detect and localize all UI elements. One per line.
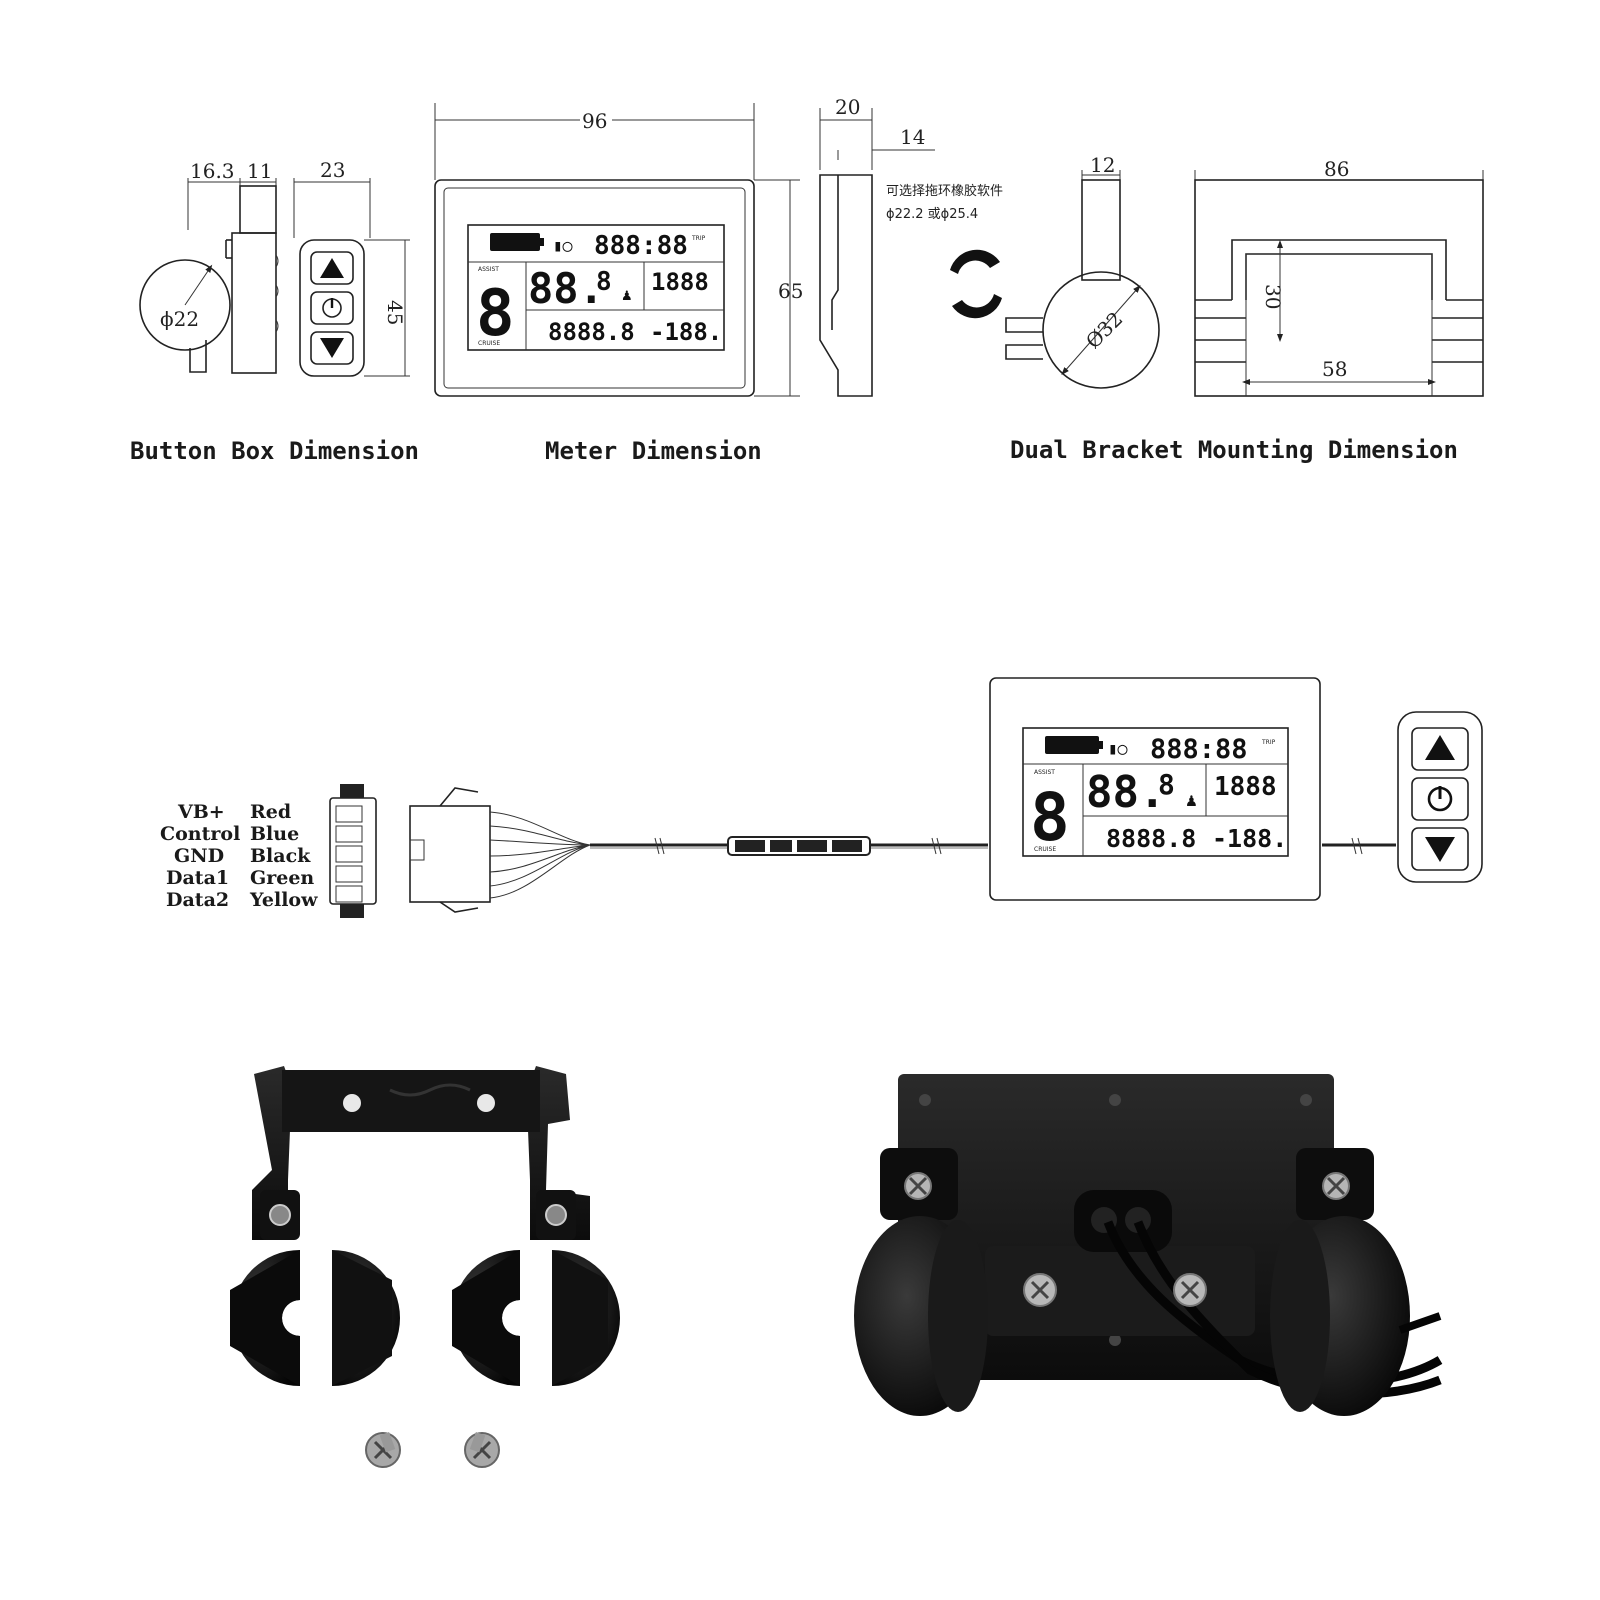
button-box-side-view: 16.3 11 ϕ22 bbox=[139, 159, 279, 374]
dim-button-c: 23 bbox=[320, 158, 345, 182]
dim-meter-height: 65 bbox=[778, 279, 803, 303]
svg-text:TRIP: TRIP bbox=[691, 235, 706, 242]
svg-text:▮◯: ▮◯ bbox=[553, 236, 573, 255]
meter-side-view: 20 14 bbox=[819, 95, 935, 397]
pin-color: Green bbox=[250, 867, 314, 889]
pin-signal: VB+ bbox=[177, 801, 225, 823]
connector-male bbox=[409, 787, 591, 913]
lcd-level-label: ASSIST bbox=[1034, 769, 1055, 776]
dim-meter-width: 96 bbox=[582, 109, 607, 133]
wiring-legend: VB+ Red Control Blue GND Black Data1 Gre… bbox=[160, 801, 318, 911]
bracket-parts-photo bbox=[230, 1066, 620, 1468]
lcd-mode-label: CRUISE bbox=[478, 340, 500, 347]
dim-button-a: 16.3 bbox=[190, 159, 235, 183]
lcd-odometer: 8888.8 bbox=[1106, 824, 1196, 853]
connector-female bbox=[329, 784, 377, 918]
dim-bracket-span: 86 bbox=[1324, 157, 1349, 181]
meter-wired-view: ▮◯ 888:88 TRIP ASSIST 8 CRUISE 88. 8 ♟ 1… bbox=[989, 677, 1321, 901]
svg-text:ASSIST: ASSIST bbox=[478, 266, 499, 273]
up-arrow-icon bbox=[1425, 735, 1455, 760]
rubber-note-line1: 可选择拖环橡胶软件 bbox=[886, 183, 1003, 199]
meter-front-view: 96 ▮◯ 888:88 TRIP ASSIST 8 CRUISE 88. 8 … bbox=[434, 103, 803, 397]
dim-bracket-height: 30 bbox=[1261, 284, 1285, 309]
pin-color: Black bbox=[250, 845, 311, 867]
caption-bracket: Dual Bracket Mounting Dimension bbox=[1010, 436, 1458, 464]
lcd-temp: -188. bbox=[650, 318, 722, 346]
lcd-power: 1888 bbox=[1214, 772, 1277, 802]
dim-meter-depth: 20 bbox=[835, 95, 860, 119]
dim-bracket-inner-span: 58 bbox=[1322, 357, 1347, 381]
pin-color: Red bbox=[250, 801, 291, 823]
svg-text:▮◯: ▮◯ bbox=[1108, 739, 1128, 758]
svg-text:TRIP: TRIP bbox=[1261, 739, 1276, 746]
caption-meter: Meter Dimension bbox=[545, 437, 762, 465]
pin-color: Yellow bbox=[249, 889, 318, 911]
bracket-front-view: 86 30 58 bbox=[1194, 157, 1484, 397]
dim-button-b: 11 bbox=[247, 159, 272, 183]
button-box-wired-view bbox=[1397, 711, 1483, 883]
cable bbox=[590, 836, 1396, 856]
lcd-mode-label: CRUISE bbox=[1034, 846, 1056, 853]
lcd-assist-digit: 8 bbox=[1030, 779, 1070, 856]
pin-signal: Data2 bbox=[166, 889, 229, 911]
down-arrow-icon bbox=[320, 338, 344, 358]
lcd-speed: 88. bbox=[528, 264, 604, 313]
dim-clamp-diameter: ϕ22 bbox=[160, 307, 199, 331]
lcd-level: 8 bbox=[1158, 768, 1175, 801]
dim-ring-diameter: Ø32 bbox=[1081, 307, 1128, 354]
lcd-assist-digit: 8 bbox=[476, 277, 515, 351]
dim-meter-depth-inner: 14 bbox=[900, 125, 925, 149]
down-arrow-icon bbox=[1425, 837, 1455, 862]
caption-button-box: Button Box Dimension bbox=[130, 437, 419, 465]
lcd-clock: 888:88 bbox=[1150, 734, 1248, 765]
lcd-speed: 88. bbox=[1086, 767, 1165, 818]
pin-signal: Data1 bbox=[166, 867, 229, 889]
lcd-temp: -188. bbox=[1212, 824, 1287, 853]
svg-text:♟: ♟ bbox=[622, 285, 632, 304]
lcd-level: 8 bbox=[596, 267, 612, 297]
lcd-odometer: 8888.8 bbox=[548, 318, 635, 346]
pin-color: Blue bbox=[250, 823, 299, 845]
bracket-side-view: 可选择拖环橡胶软件 ϕ22.2 或ϕ25.4 12 Ø32 bbox=[886, 153, 1160, 389]
up-arrow-icon bbox=[320, 258, 344, 278]
rubber-note-line2: ϕ22.2 或ϕ25.4 bbox=[886, 207, 978, 222]
dim-button-height: 45 bbox=[383, 300, 407, 325]
lcd-clock: 888:88 bbox=[594, 231, 688, 261]
button-box-front-view: 23 45 bbox=[293, 158, 410, 377]
pin-signal: Control bbox=[160, 823, 240, 845]
svg-text:♟: ♟ bbox=[1186, 790, 1197, 811]
pin-signal: GND bbox=[174, 845, 224, 867]
dim-ring-width: 12 bbox=[1090, 153, 1115, 177]
meter-back-photo bbox=[854, 1074, 1443, 1416]
lcd-power: 1888 bbox=[651, 268, 709, 296]
